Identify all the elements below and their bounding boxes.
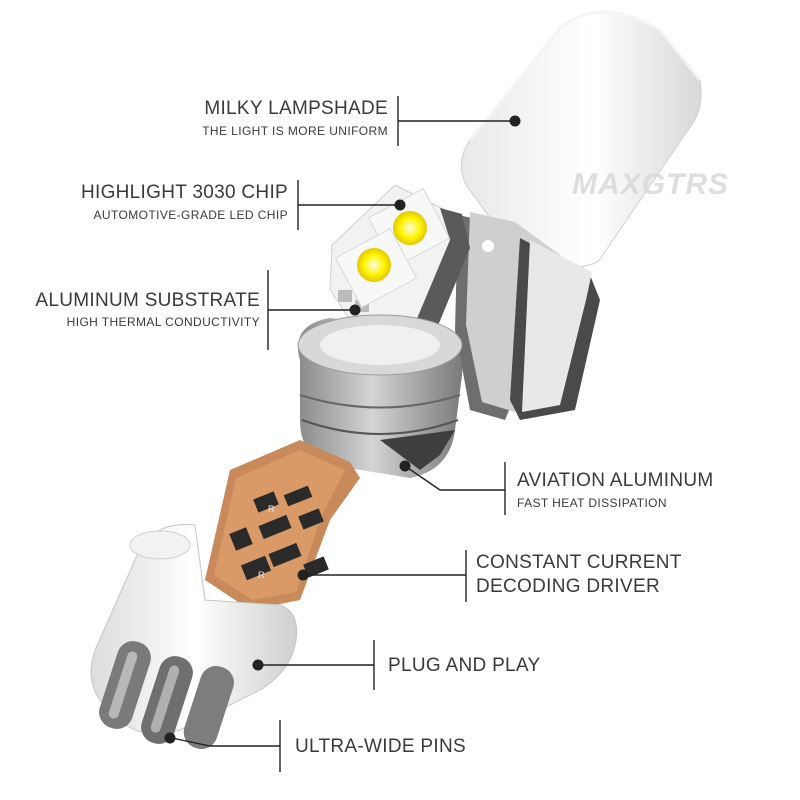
resistor-mark-1: R [268, 504, 275, 514]
aviation-aluminum-subtitle: FAST HEAT DISSIPATION [517, 496, 667, 510]
lampshade-title: MILKY LAMPSHADE [204, 98, 388, 119]
aluminum-side-plates [455, 212, 600, 420]
driver-subtitle: DECODING DRIVER [476, 576, 660, 597]
plug-and-play-title: PLUG AND PLAY [388, 655, 541, 676]
driver-title: CONSTANT CURRENT [476, 552, 682, 573]
ultra-wide-pins [99, 641, 234, 749]
led-chips [334, 188, 451, 308]
substrate-subtitle: HIGH THERMAL CONDUCTIVITY [66, 315, 260, 329]
chip-title: HIGHLIGHT 3030 CHIP [80, 182, 288, 203]
pins-title: ULTRA-WIDE PINS [295, 736, 466, 757]
driver-pcb [205, 440, 360, 610]
brand-watermark: MAXGTRS [572, 168, 729, 201]
aviation-aluminum-housing [297, 314, 463, 478]
chip-subtitle: AUTOMOTIVE-GRADE LED CHIP [93, 208, 288, 222]
leader-lines [171, 96, 515, 772]
leader-dots [164, 115, 521, 744]
lampshade-subtitle: THE LIGHT IS MORE UNIFORM [202, 124, 388, 138]
milky-lampshade [460, 10, 702, 268]
substrate-title: ALUMINUM SUBSTRATE [35, 290, 260, 311]
resistor-mark-2: R [258, 570, 265, 580]
aviation-aluminum-title: AVIATION ALUMINUM [517, 470, 714, 491]
